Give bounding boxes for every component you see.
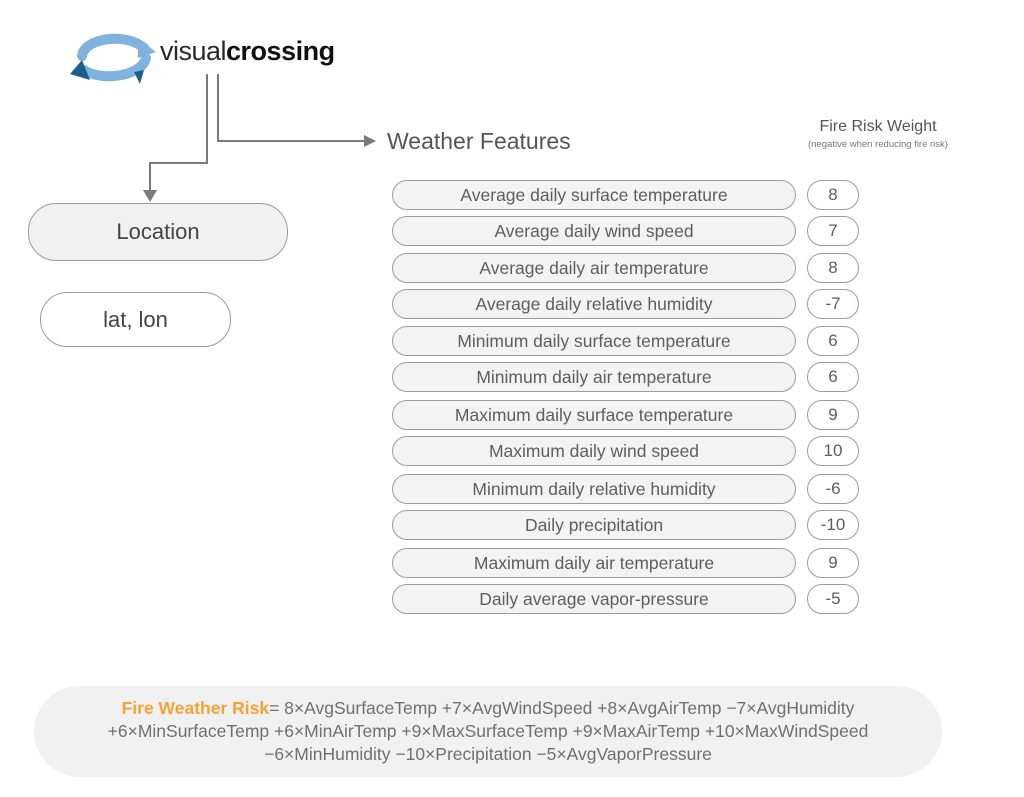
feature-row: Average daily relative humidity -7 [0, 289, 1024, 319]
feature-row: Maximum daily surface temperature 9 [0, 400, 1024, 430]
feature-row: Minimum daily surface temperature 6 [0, 326, 1024, 356]
feature-name: Maximum daily air temperature [392, 548, 796, 578]
formula-line-3: −6×MinHumidity −10×Precipitation −5×AvgV… [264, 744, 712, 764]
fire-weather-risk-formula: Fire Weather Risk= 8×AvgSurfaceTemp +7×A… [34, 686, 942, 777]
feature-row: Average daily surface temperature 8 [0, 180, 1024, 210]
feature-weight: 7 [807, 216, 859, 246]
feature-weight: -7 [807, 289, 859, 319]
feature-row: Average daily wind speed 7 [0, 216, 1024, 246]
feature-weight: 9 [807, 400, 859, 430]
arrow-to-location [149, 74, 208, 192]
feature-weight: 10 [807, 436, 859, 466]
feature-weight: 8 [807, 180, 859, 210]
formula-text-1: = 8×AvgSurfaceTemp +7×AvgWindSpeed +8×Av… [269, 698, 855, 718]
location-pill: Location [28, 203, 288, 261]
feature-row: Maximum daily wind speed 10 [0, 436, 1024, 466]
logo-text-light: visual [160, 36, 227, 66]
feature-name: Minimum daily air temperature [392, 362, 796, 392]
feature-row: Maximum daily air temperature 9 [0, 548, 1024, 578]
feature-name: Average daily surface temperature [392, 180, 796, 210]
arrowhead-location [143, 190, 157, 202]
logo-text-bold: crossing [226, 36, 335, 66]
feature-name: Maximum daily wind speed [392, 436, 796, 466]
feature-name: Maximum daily surface temperature [392, 400, 796, 430]
feature-name: Minimum daily relative humidity [392, 474, 796, 504]
feature-name: Daily precipitation [392, 510, 796, 540]
formula-line-2: +6×MinSurfaceTemp +6×MinAirTemp +9×MaxSu… [107, 721, 869, 741]
feature-name: Average daily air temperature [392, 253, 796, 283]
feature-weight: 6 [807, 362, 859, 392]
feature-name: Average daily relative humidity [392, 289, 796, 319]
arrowhead-features [364, 135, 376, 147]
feature-weight: -10 [807, 510, 859, 540]
feature-name: Daily average vapor-pressure [392, 584, 796, 614]
feature-row: Minimum daily air temperature 6 [0, 362, 1024, 392]
fire-risk-weight-note: (negative when reducing fire risk) [808, 139, 948, 150]
formula-line-1: Fire Weather Risk= 8×AvgSurfaceTemp +7×A… [122, 697, 855, 720]
circular-arrows-logo-icon [70, 33, 156, 84]
feature-row: Minimum daily relative humidity -6 [0, 474, 1024, 504]
weather-features-heading: Weather Features [387, 128, 571, 154]
feature-row: Average daily air temperature 8 [0, 253, 1024, 283]
feature-row: Daily average vapor-pressure -5 [0, 584, 1024, 614]
feature-weight: 9 [807, 548, 859, 578]
feature-row: Daily precipitation -10 [0, 510, 1024, 540]
formula-label: Fire Weather Risk [121, 698, 270, 718]
feature-weight: -6 [807, 474, 859, 504]
feature-weight: -5 [807, 584, 859, 614]
feature-name: Average daily wind speed [392, 216, 796, 246]
fire-risk-weight-heading: Fire Risk Weight [819, 118, 937, 135]
feature-weight: 8 [807, 253, 859, 283]
lat-lon-pill: lat, lon [40, 292, 231, 347]
feature-weight: 6 [807, 326, 859, 356]
feature-name: Minimum daily surface temperature [392, 326, 796, 356]
arrow-to-features [217, 74, 365, 142]
logo-wordmark: visualcrossing [160, 38, 335, 65]
